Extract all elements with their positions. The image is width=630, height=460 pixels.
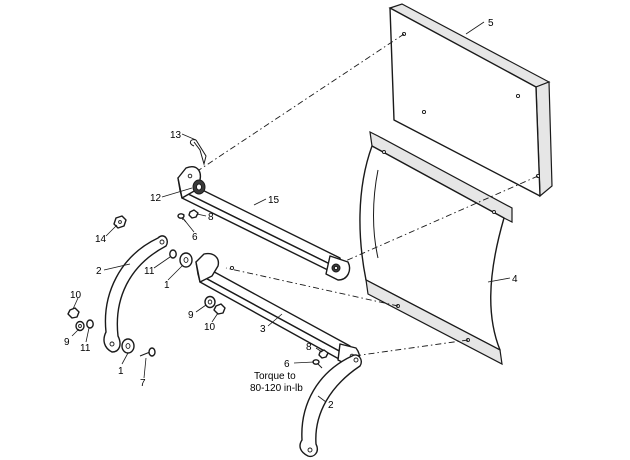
torque-note: Torque to 80-120 in-lb [250,371,303,394]
callout-12: 12 [150,193,162,204]
callout-5: 5 [488,18,494,29]
callout-11-lower: 11 [80,343,91,354]
part-2-right-bracket [299,354,362,458]
leader-lines [71,21,511,403]
callout-10-right: 10 [204,322,216,333]
callout-1-lower: 1 [118,366,124,377]
callout-labels: 5 4 13 12 15 8 6 14 2 11 1 9 10 3 10 9 1… [64,18,518,411]
callout-8-lower: 8 [306,342,312,353]
callout-4: 4 [512,274,518,285]
callout-8-upper: 8 [208,212,214,223]
callout-13: 13 [170,130,182,141]
part-4-curved-plate [359,130,513,366]
part-5-pad [388,3,553,198]
callout-1-upper: 1 [164,280,170,291]
part-2-left-bracket [103,235,168,353]
callout-10-left: 10 [70,290,82,301]
callout-2-left: 2 [96,266,102,277]
fasteners [67,209,329,369]
torque-note-line1: Torque to [254,371,296,382]
torque-note-line2: 80-120 in-lb [250,383,303,394]
alignment-lines [181,33,539,357]
callout-9-left: 9 [64,337,70,348]
callout-15: 15 [268,195,280,206]
callout-2-right: 2 [328,400,334,411]
callout-7: 7 [140,378,146,389]
callout-6-upper: 6 [192,232,198,243]
callout-14: 14 [95,234,107,245]
part-3-lower-arm [195,252,361,367]
callout-9-right: 9 [188,310,194,321]
callout-3: 3 [260,324,266,335]
callout-11-upper: 11 [144,266,155,277]
callout-6-lower: 6 [284,359,290,370]
part-13-hairpin [189,139,207,166]
part-12-bushing [192,179,206,195]
